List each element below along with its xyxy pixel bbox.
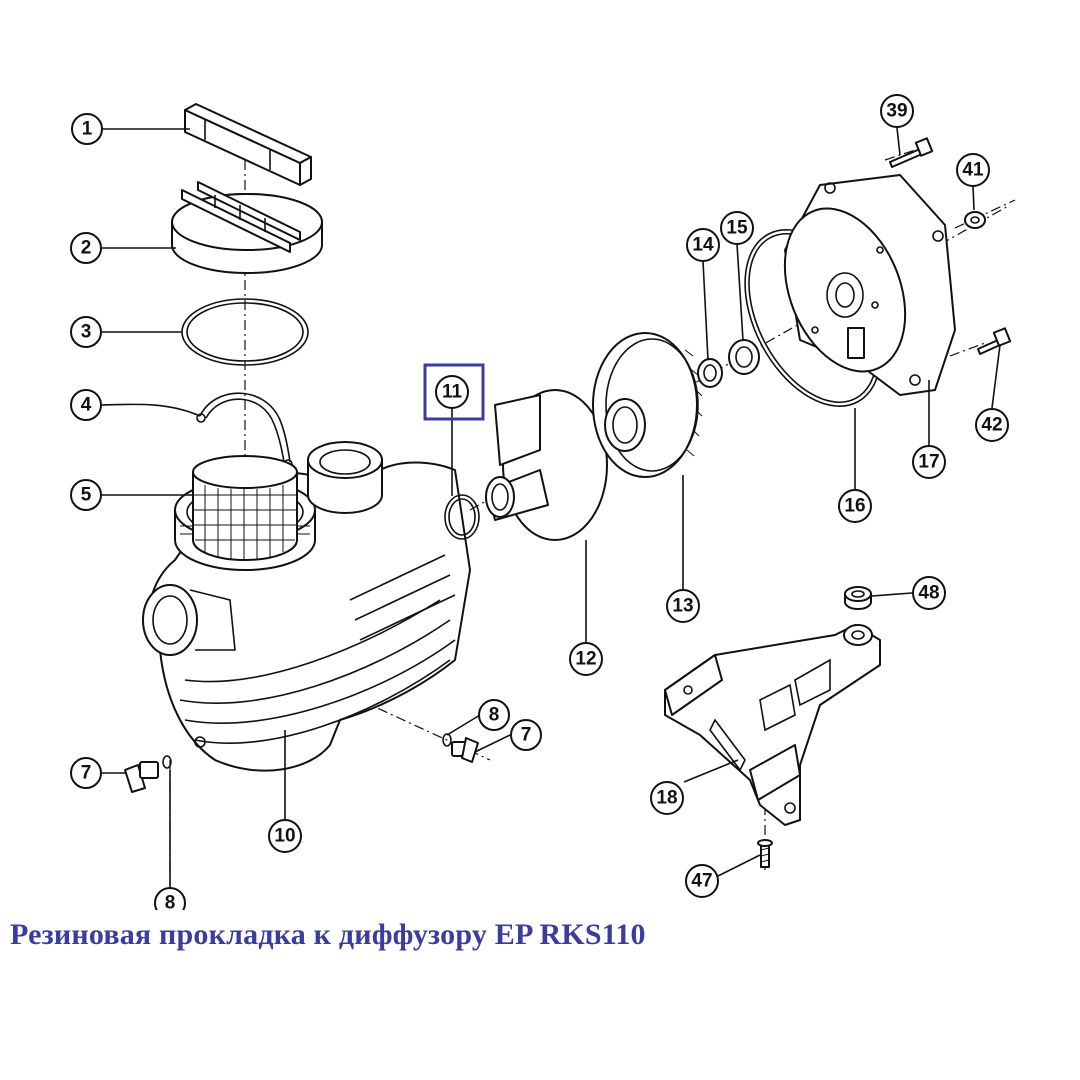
svg-text:7: 7 xyxy=(521,725,532,746)
svg-text:41: 41 xyxy=(962,160,984,181)
svg-text:12: 12 xyxy=(575,649,596,670)
callout-8-right: 8 xyxy=(478,699,510,731)
part-15-seal xyxy=(728,339,760,375)
callout-12: 12 xyxy=(569,642,603,676)
highlight-frame xyxy=(423,363,485,421)
callout-2: 2 xyxy=(70,232,102,264)
part-39-bolt xyxy=(889,137,934,168)
svg-text:48: 48 xyxy=(918,583,939,604)
svg-text:11: 11 xyxy=(442,382,463,403)
part-7-drain-plug-right xyxy=(451,737,479,763)
callout-11: 11 xyxy=(435,375,469,409)
callout-8-bottom: 8 xyxy=(154,887,186,911)
callout-16: 16 xyxy=(838,489,872,523)
product-caption: Резиновая прокладка к диффузору EP RKS11… xyxy=(10,918,646,951)
callout-4: 4 xyxy=(70,389,102,421)
svg-text:17: 17 xyxy=(918,452,939,473)
part-12-diffuser xyxy=(485,389,608,541)
part-8-oring-right xyxy=(442,733,452,747)
callout-1: 1 xyxy=(71,113,103,145)
part-14-washer xyxy=(697,358,723,388)
part-11-gasket xyxy=(444,494,480,540)
svg-text:1: 1 xyxy=(82,119,93,140)
part-13-impeller xyxy=(592,332,703,478)
part-5-basket xyxy=(192,455,298,561)
svg-text:3: 3 xyxy=(81,322,92,343)
callout-5: 5 xyxy=(70,479,102,511)
part-41-washer xyxy=(964,211,986,229)
svg-text:14: 14 xyxy=(692,235,714,256)
part-42-bolt xyxy=(977,327,1012,355)
callout-17: 17 xyxy=(912,445,946,479)
callout-14: 14 xyxy=(686,228,720,262)
svg-text:7: 7 xyxy=(81,763,92,784)
leader-lines xyxy=(101,127,1001,890)
part-7-drain-plug-left xyxy=(124,761,159,793)
svg-text:16: 16 xyxy=(844,496,865,517)
callout-7-right: 7 xyxy=(510,719,542,751)
callout-39: 39 xyxy=(880,94,914,128)
svg-text:5: 5 xyxy=(81,485,92,506)
svg-text:47: 47 xyxy=(691,871,712,892)
svg-text:10: 10 xyxy=(274,826,295,847)
callout-42: 42 xyxy=(975,408,1009,442)
part-8-oring-left xyxy=(162,755,172,769)
callout-18: 18 xyxy=(650,781,684,815)
exploded-parts-diagram: 1 2 3 4 5 7 8 10 8 7 11 12 13 14 15 16 1… xyxy=(70,94,1016,911)
part-1-handle xyxy=(184,103,312,186)
callout-48: 48 xyxy=(912,576,946,610)
svg-text:8: 8 xyxy=(489,705,500,726)
callout-47: 47 xyxy=(685,864,719,898)
part-48-bushing xyxy=(844,586,872,610)
callout-10: 10 xyxy=(268,819,302,853)
callout-15: 15 xyxy=(720,211,754,245)
part-18-base-bracket xyxy=(664,624,881,826)
callout-13: 13 xyxy=(666,589,700,623)
svg-text:15: 15 xyxy=(726,218,748,239)
callout-41: 41 xyxy=(956,153,990,187)
svg-text:8: 8 xyxy=(165,893,176,911)
svg-text:18: 18 xyxy=(656,788,677,809)
callout-7-left: 7 xyxy=(70,757,102,789)
svg-text:2: 2 xyxy=(81,238,92,259)
svg-text:39: 39 xyxy=(886,101,907,122)
part-47-screw xyxy=(757,839,773,868)
callout-3: 3 xyxy=(70,316,102,348)
svg-text:4: 4 xyxy=(81,395,92,416)
svg-text:13: 13 xyxy=(672,596,693,617)
part-2-lid xyxy=(171,181,323,274)
part-17-seal-plate xyxy=(783,174,956,396)
svg-text:42: 42 xyxy=(981,415,1002,436)
